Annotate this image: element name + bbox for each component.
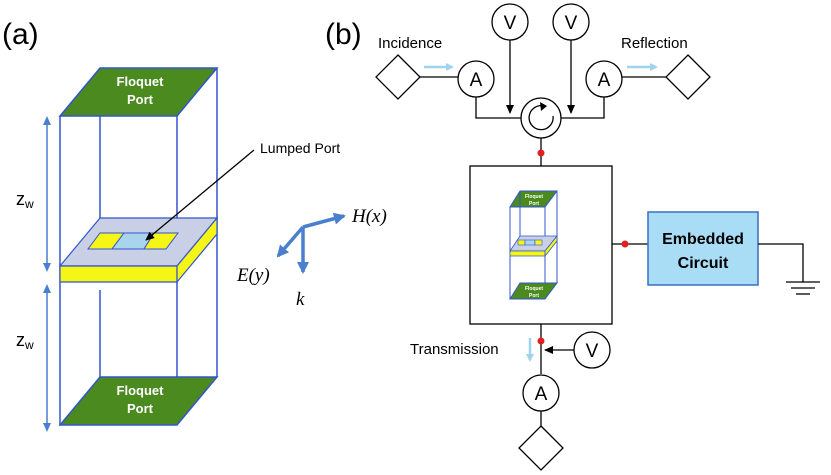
mini-lumped-gap xyxy=(524,239,536,246)
top-port-line1: Floquet xyxy=(117,74,165,89)
node-top xyxy=(537,149,545,157)
transmission-port-diamond xyxy=(518,425,564,471)
bottom-port-line1: Floquet xyxy=(117,383,165,398)
circulator-wiring xyxy=(475,97,605,119)
h-field-arrow xyxy=(302,212,346,229)
mini-unit-cell: Floquet Port Floquet Port xyxy=(509,190,558,300)
mini-substrate-front xyxy=(509,250,546,257)
incidence-ammeter-label: A xyxy=(470,70,483,91)
e-field-arrow xyxy=(276,225,305,258)
transmission-ammeter-label: A xyxy=(535,384,548,405)
h-field-label: H(x) xyxy=(351,206,387,227)
incidence-port-diamond xyxy=(375,54,421,100)
mini-patch-right xyxy=(534,239,543,246)
voltmeter-bottom-label: V xyxy=(586,341,599,362)
mini-patch-left xyxy=(517,239,526,246)
dim-bottom-label: zw xyxy=(16,330,34,352)
substrate-side-face xyxy=(176,216,218,284)
incidence-label: Incidence xyxy=(378,35,442,52)
embedded-circuit-box xyxy=(647,211,759,286)
mini-bottom-port-line1: Floquet xyxy=(525,286,543,292)
mini-top-port-line1: Floquet xyxy=(525,194,543,200)
circulator-arc-icon xyxy=(528,105,554,131)
dim-top-label: zw xyxy=(16,189,34,211)
node-right xyxy=(621,240,629,248)
node-bottom xyxy=(537,337,545,345)
voltmeter-right-label: V xyxy=(565,13,578,34)
mini-top-port-line2: Port xyxy=(529,201,539,207)
panel-a-label: (a) xyxy=(2,18,39,51)
mini-bottom-port xyxy=(509,282,558,300)
embedded-line2: Circuit xyxy=(678,255,729,272)
reflection-port-diamond xyxy=(665,54,711,100)
panel-b-label: (b) xyxy=(325,18,362,51)
e-field-label: E(y) xyxy=(236,265,270,286)
lumped-port-pointer xyxy=(145,149,255,241)
unit-cell-structure: Floquet Port Floquet Port xyxy=(58,67,219,426)
k-vector-label: k xyxy=(296,289,305,310)
lumped-port-label: Lumped Port xyxy=(260,140,340,156)
bottom-port-line2: Port xyxy=(127,401,154,416)
circulator-arrowhead-icon xyxy=(540,102,547,111)
substrate-front-face xyxy=(59,265,178,283)
mini-bottom-port-line2: Port xyxy=(529,293,539,299)
voltmeter-left-label: V xyxy=(504,13,517,34)
bottom-floquet-port xyxy=(58,376,219,426)
reflection-ammeter-label: A xyxy=(598,70,611,91)
mini-substrate-side xyxy=(544,234,558,258)
reflection-label: Reflection xyxy=(621,35,688,52)
top-port-line2: Port xyxy=(127,92,154,107)
transmission-label: Transmission xyxy=(410,341,499,358)
embedded-line1: Embedded xyxy=(662,231,744,248)
ground-icon xyxy=(758,243,820,295)
field-axes: H(x) E(y) k xyxy=(236,206,387,310)
